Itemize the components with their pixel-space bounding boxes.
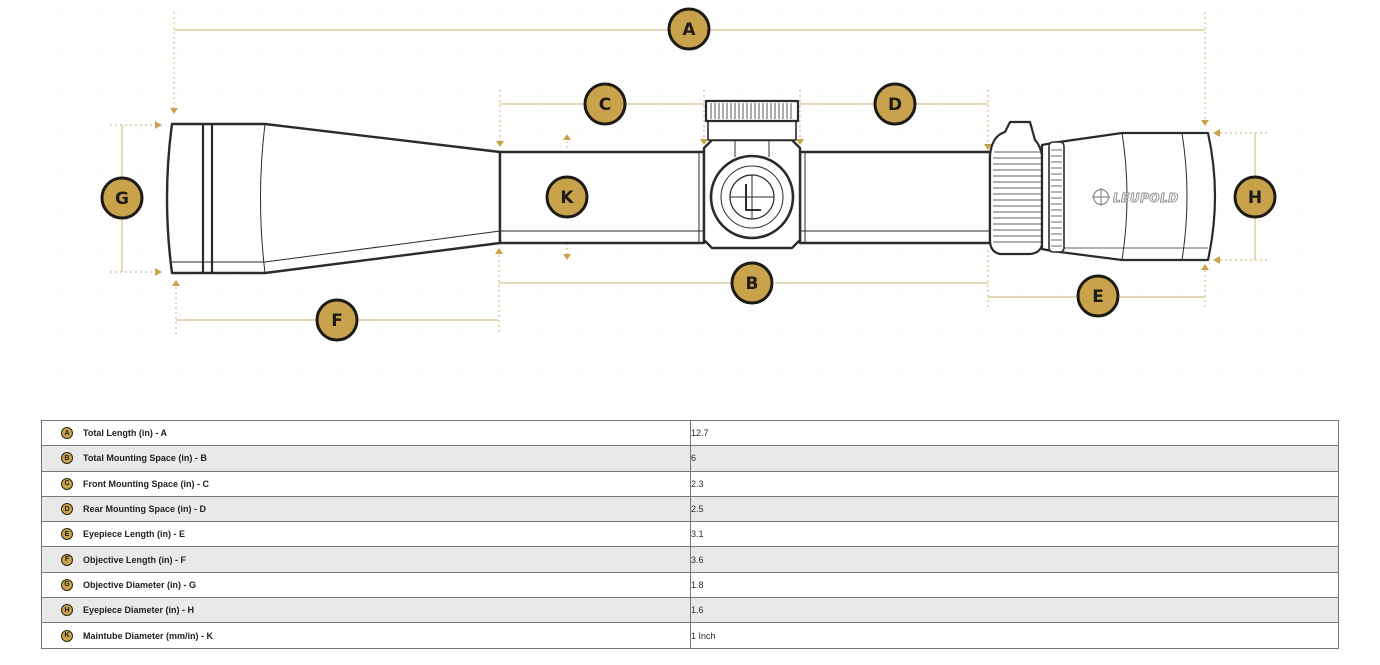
spec-label: Total Length (in) - A: [83, 428, 167, 439]
spec-label: Front Mounting Space (in) - C: [83, 478, 209, 489]
callout-badge-k: K: [545, 175, 589, 219]
svg-text:F: F: [331, 311, 343, 331]
elevation-turret-base: [707, 119, 797, 141]
row-badge-icon: A: [61, 427, 73, 440]
svg-text:G: G: [115, 189, 129, 209]
spec-value: 3.1: [690, 521, 1339, 548]
callout-badges: A B C D E F G H K: [100, 7, 1277, 342]
row-badge-icon: K: [61, 629, 73, 642]
callout-badge-d: D: [873, 82, 917, 126]
spec-value: 1.6: [690, 597, 1339, 624]
callout-badge-b: B: [730, 261, 774, 305]
svg-text:A: A: [682, 20, 696, 40]
focus-ring: [1048, 141, 1065, 253]
spec-value: 12.7: [690, 420, 1339, 447]
svg-text:H: H: [1248, 188, 1262, 208]
spec-value: 2.5: [690, 496, 1339, 523]
svg-text:E: E: [1092, 287, 1104, 307]
spec-value: 1.8: [690, 572, 1339, 599]
elevation-turret-cap: [704, 99, 800, 123]
spec-label-cell: G Objective Diameter (in) - G: [41, 572, 691, 599]
callout-badge-e: E: [1076, 274, 1120, 318]
spec-label: Eyepiece Length (in) - E: [83, 529, 186, 540]
spec-label: Maintube Diameter (mm/in) - K: [83, 630, 214, 641]
callout-badge-c: C: [583, 82, 627, 126]
riflescope-drawing: LEUPOLD: [165, 99, 1217, 275]
spec-label-cell: K Maintube Diameter (mm/in) - K: [41, 622, 691, 649]
maintube-front: [498, 150, 706, 245]
row-badge-icon: F: [61, 553, 73, 566]
row-badge-icon: C: [61, 477, 73, 490]
table-row: H Eyepiece Diameter (in) - H 1.6: [41, 597, 1339, 624]
spec-label-cell: A Total Length (in) - A: [41, 420, 691, 447]
spec-label-cell: C Front Mounting Space (in) - C: [41, 471, 691, 497]
callout-badge-f: F: [315, 298, 359, 342]
objective-bell: [165, 122, 502, 275]
table-row: B Total Mounting Space (in) - B 6: [41, 445, 1339, 472]
spec-label-cell: H Eyepiece Diameter (in) - H: [41, 597, 691, 624]
table-row: G Objective Diameter (in) - G 1.8: [41, 572, 1339, 599]
eyepiece: [1040, 131, 1217, 262]
table-row: A Total Length (in) - A 12.7: [41, 420, 1339, 447]
svg-text:K: K: [560, 188, 574, 208]
turret-knurling: [710, 103, 792, 119]
svg-text:B: B: [746, 274, 759, 294]
scope-diagram: LEUPOLD A B C D E F G H K: [40, 0, 1340, 410]
leupold-logo-text: LEUPOLD: [1113, 191, 1179, 205]
spec-label: Eyepiece Diameter (in) - H: [83, 605, 195, 616]
svg-text:D: D: [888, 95, 902, 115]
svg-text:C: C: [599, 95, 611, 115]
maintube-rear: [798, 150, 992, 245]
spec-value: 3.6: [690, 546, 1339, 573]
spec-label-cell: F Objective Length (in) - F: [41, 546, 691, 573]
table-row: F Objective Length (in) - F 3.6: [41, 546, 1339, 573]
spec-label: Total Mounting Space (in) - B: [83, 453, 207, 464]
row-badge-icon: D: [61, 503, 73, 516]
row-badge-icon: H: [61, 604, 73, 617]
spec-value: 6: [690, 445, 1339, 472]
spec-label-cell: B Total Mounting Space (in) - B: [41, 445, 691, 472]
row-badge-icon: B: [61, 452, 73, 465]
table-row: E Eyepiece Length (in) - E 3.1: [41, 521, 1339, 548]
table-row: C Front Mounting Space (in) - C 2.3: [41, 471, 1339, 497]
spec-label: Objective Diameter (in) - G: [83, 579, 197, 590]
spec-label: Objective Length (in) - F: [83, 554, 186, 565]
power-ring-grip: [993, 151, 1041, 243]
callout-badge-a: A: [667, 7, 711, 51]
specs-table: A Total Length (in) - A 12.7 B Total Mount…: [41, 420, 1339, 649]
dimension-arrowheads: [155, 108, 1220, 286]
table-row: K Maintube Diameter (mm/in) - K 1 Inch: [41, 622, 1339, 649]
row-badge-icon: E: [61, 528, 73, 541]
spec-value: 2.3: [690, 471, 1339, 497]
table-row: D Rear Mounting Space (in) - D 2.5: [41, 496, 1339, 523]
spec-label-cell: D Rear Mounting Space (in) - D: [41, 496, 691, 523]
callout-badge-h: H: [1233, 175, 1277, 219]
spec-value: 1 Inch: [690, 622, 1339, 649]
row-badge-icon: G: [61, 578, 73, 591]
spec-label: Rear Mounting Space (in) - D: [83, 504, 207, 515]
leupold-logo: [1092, 188, 1110, 206]
dimension-lines: [110, 12, 1270, 335]
spec-label-cell: E Eyepiece Length (in) - E: [41, 521, 691, 548]
callout-badge-g: G: [100, 176, 144, 220]
